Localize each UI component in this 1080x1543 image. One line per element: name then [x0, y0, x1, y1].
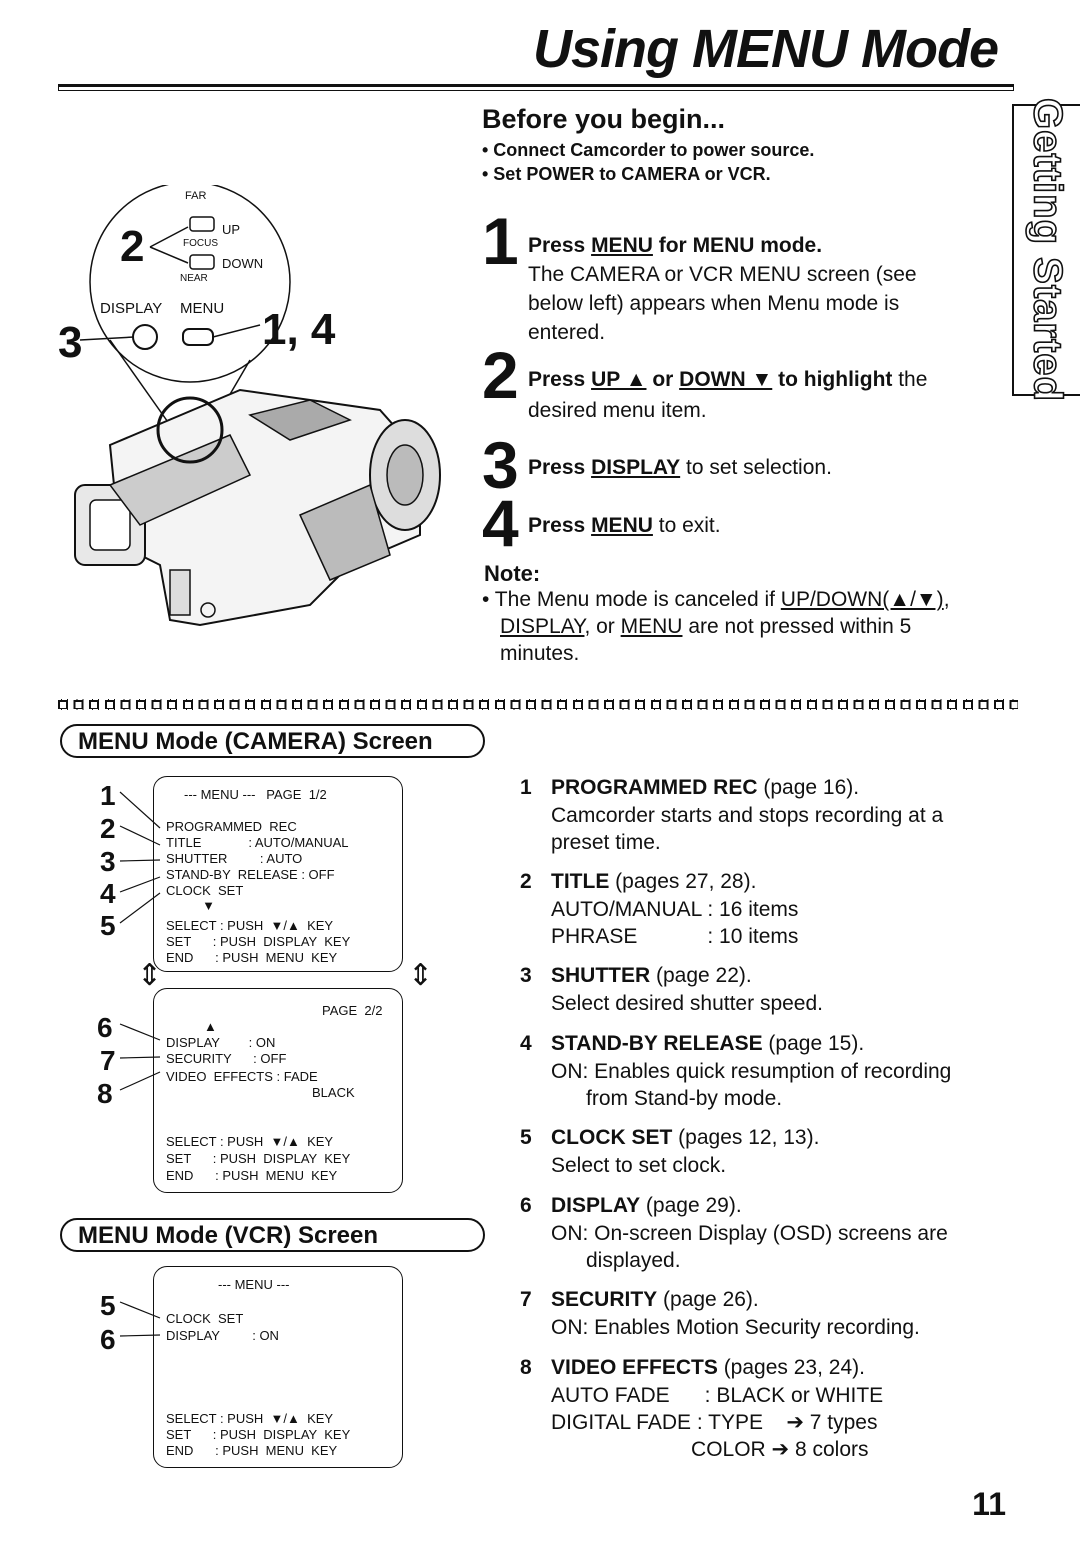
- menu-item-display: DISPLAY : ON: [166, 1328, 279, 1343]
- menu-item-list: 1 PROGRAMMED REC (page 16). Camcorder st…: [520, 776, 1040, 1466]
- menu-item-clock-set: CLOCK SET: [166, 1311, 244, 1326]
- focus-label: FOCUS: [183, 238, 218, 249]
- menu-item-programmed-rec: PROGRAMMED REC: [166, 819, 297, 834]
- hand-strap-icon: [298, 483, 391, 581]
- before-bullet: • Connect Camcorder to power source.: [482, 140, 815, 160]
- step-instruction: Press UP ▲ or DOWN ▼ to highlight the: [528, 368, 928, 391]
- list-item: 2 TITLE (pages 27, 28). AUTO/MANUAL : 16…: [520, 870, 799, 948]
- menu-item-title: TITLE : AUTO/MANUAL: [166, 835, 349, 850]
- camera-screen-heading: MENU Mode (CAMERA) Screen: [60, 724, 485, 758]
- menu-page-header: --- MENU --- PAGE 1/2: [184, 787, 327, 802]
- scroll-up-icon: ▲: [204, 1019, 217, 1034]
- menu-footer-select: SELECT : PUSH ▼/▲ KEY: [166, 1134, 334, 1149]
- vcr-menu-screen: --- MENU --- CLOCK SET DISPLAY : ON SELE…: [153, 1266, 403, 1468]
- step-description: desired menu item.: [528, 399, 707, 422]
- page-title: Using MENU Mode: [533, 19, 999, 79]
- callout-number: 6: [97, 1012, 113, 1043]
- menu-label: MENU: [180, 300, 225, 317]
- page-switch-arrow-icon: ⇕: [408, 959, 434, 992]
- menu-footer-end: END : PUSH MENU KEY: [166, 950, 338, 965]
- page-number: 11: [972, 1486, 1006, 1522]
- callout-number: 5: [100, 1290, 116, 1321]
- display-label: DISPLAY: [100, 300, 163, 317]
- list-item: 1 PROGRAMMED REC (page 16). Camcorder st…: [520, 776, 944, 854]
- step-number: 2: [482, 338, 519, 412]
- list-item: 8 VIDEO EFFECTS (pages 23, 24). AUTO FAD…: [520, 1356, 884, 1461]
- callout-leaders: [119, 1023, 161, 1091]
- menu-footer-select: SELECT : PUSH ▼/▲ KEY: [166, 918, 334, 933]
- step-instruction: Press DISPLAY to set selection.: [528, 456, 832, 479]
- camera-menu-page2: PAGE 2/2 ▲ DISPLAY : ON SECURITY : OFF V…: [153, 988, 403, 1193]
- callout-number: 4: [100, 878, 116, 909]
- menu-page-header: --- MENU ---: [218, 1277, 290, 1292]
- step-number: 3: [482, 428, 519, 502]
- callout-leaders: [119, 1301, 161, 1337]
- zoom-circle: [89, 185, 291, 383]
- section-tab: Getting Started: [1012, 97, 1080, 403]
- callout-2: 2: [120, 222, 145, 271]
- step-number: 4: [482, 486, 519, 560]
- title-rule: [58, 84, 1014, 91]
- callout-number: 3: [100, 846, 116, 877]
- list-item: 6 DISPLAY (page 29). ON: On-screen Displ…: [520, 1194, 948, 1272]
- step-instruction: Press MENU for MENU mode.: [528, 234, 823, 257]
- list-item: 5 CLOCK SET (pages 12, 13). Select to se…: [520, 1126, 820, 1177]
- callout-number: 2: [100, 813, 116, 844]
- list-item: 3 SHUTTER (page 22). Select desired shut…: [520, 964, 823, 1015]
- down-label: DOWN: [222, 256, 264, 271]
- menu-item-display: DISPLAY : ON: [166, 1035, 276, 1050]
- step-instruction: Press MENU to exit.: [528, 514, 721, 537]
- control-highlight-circle: [156, 396, 224, 464]
- far-label: FAR: [185, 190, 207, 202]
- callout-number: 5: [100, 910, 116, 941]
- camera-menu-page1: --- MENU --- PAGE 1/2 PROGRAMMED REC TIT…: [153, 776, 403, 972]
- menu-footer-set: SET : PUSH DISPLAY KEY: [166, 1427, 351, 1442]
- camcorder-illustration: [74, 185, 441, 627]
- menu-item-video-effects-value: BLACK: [312, 1085, 355, 1100]
- near-label: NEAR: [180, 273, 208, 284]
- section-tab-label: Getting Started: [1025, 97, 1071, 403]
- up-label: UP: [222, 222, 241, 237]
- menu-item-shutter: SHUTTER : AUTO: [166, 851, 303, 866]
- callout-1-4: 1, 4: [262, 305, 336, 354]
- before-bullet: • Set POWER to CAMERA or VCR.: [482, 164, 771, 184]
- menu-item-clock-set: CLOCK SET: [166, 883, 244, 898]
- display-button-icon: [132, 324, 158, 350]
- dotted-divider: [58, 699, 1018, 710]
- list-item: 4 STAND-BY RELEASE (page 15). ON: Enable…: [520, 1032, 952, 1110]
- menu-footer-set: SET : PUSH DISPLAY KEY: [166, 934, 351, 949]
- callout-3: 3: [58, 318, 83, 367]
- menu-item-video-effects: VIDEO EFFECTS : FADE: [166, 1069, 318, 1084]
- menu-page-header: PAGE 2/2: [322, 1003, 383, 1018]
- page-switch-arrow-icon: ⇕: [137, 959, 163, 992]
- callout-number: 7: [100, 1045, 116, 1076]
- callout-leaders: [119, 791, 161, 924]
- up-button-icon: [189, 216, 215, 232]
- note-heading: Note:: [484, 561, 541, 586]
- menu-footer-end: END : PUSH MENU KEY: [166, 1443, 338, 1458]
- menu-item-standby-release: STAND-BY RELEASE : OFF: [166, 867, 335, 882]
- vcr-screen-heading: MENU Mode (VCR) Screen: [60, 1218, 485, 1252]
- note-text: • The Menu mode is canceled if UP/DOWN(▲…: [482, 588, 950, 665]
- before-heading: Before you begin...: [482, 104, 726, 134]
- callout-number: 1: [100, 780, 116, 811]
- menu-footer-set: SET : PUSH DISPLAY KEY: [166, 1151, 351, 1166]
- menu-footer-end: END : PUSH MENU KEY: [166, 1168, 338, 1183]
- menu-footer-select: SELECT : PUSH ▼/▲ KEY: [166, 1411, 334, 1426]
- scroll-down-icon: ▼: [166, 898, 215, 913]
- callout-number: 6: [100, 1324, 116, 1355]
- step-number: 1: [482, 204, 519, 278]
- list-item: 7 SECURITY (page 26). ON: Enables Motion…: [520, 1288, 920, 1339]
- callout-number: 8: [97, 1078, 113, 1109]
- menu-item-security: SECURITY : OFF: [166, 1051, 287, 1066]
- menu-button-icon: [182, 328, 214, 346]
- down-button-icon: [189, 254, 215, 270]
